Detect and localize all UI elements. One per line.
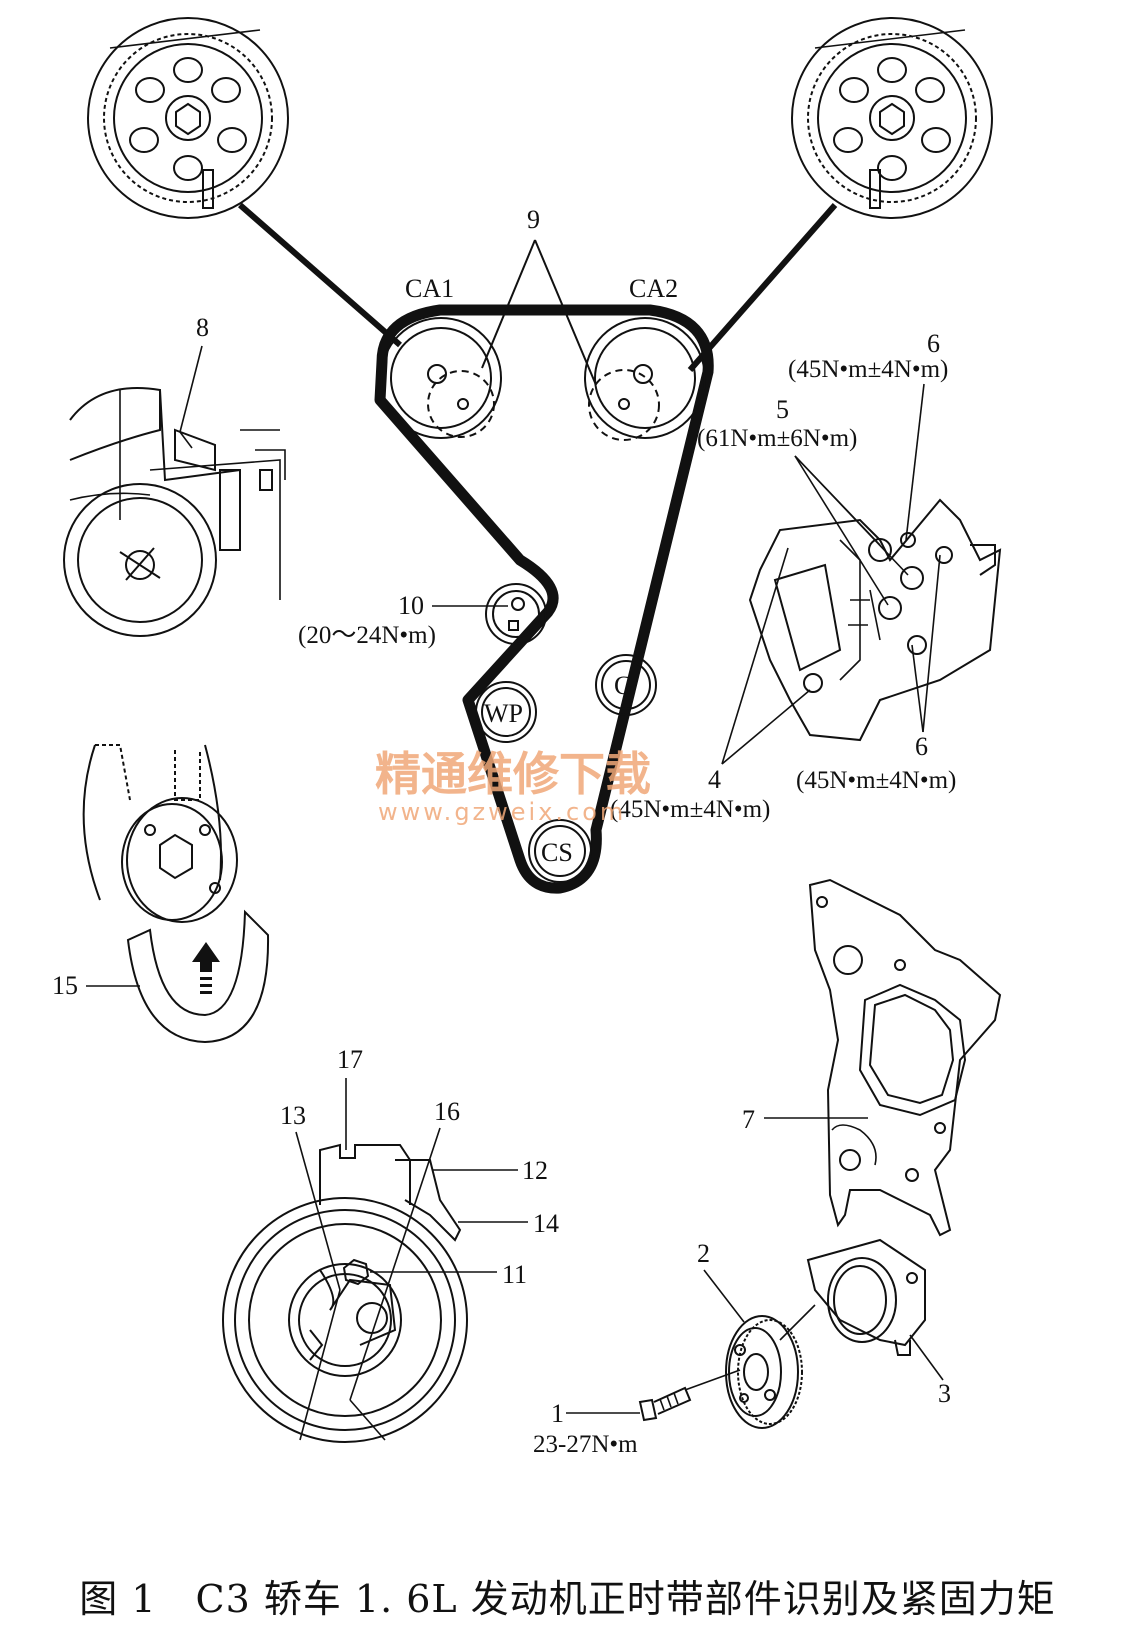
- callout-9: 9: [527, 205, 540, 234]
- torque-10: (20～24N•m): [298, 622, 436, 649]
- callout-6-top: 6: [927, 329, 940, 358]
- callout-5: 5: [776, 395, 789, 424]
- callout-10: 10: [398, 591, 424, 620]
- callout-4: 4: [708, 765, 721, 794]
- torque-6-bottom: (45N•m±4N•m): [796, 767, 956, 794]
- camshaft-sprocket-detail-left: [87, 17, 289, 219]
- detail-crank-lock: [63, 387, 286, 637]
- callout-8: 8: [196, 313, 209, 342]
- callout-3: 3: [938, 1379, 951, 1408]
- tensioner-pulley: [485, 583, 547, 645]
- detail-tensioner-bracket: [748, 498, 1002, 742]
- pulley-ca1: [380, 317, 502, 439]
- callout-17: 17: [337, 1045, 363, 1074]
- pulley-label-cs: CS: [541, 838, 573, 867]
- watermark-text: 精通维修下载: [375, 747, 651, 801]
- detail-crank-sprocket: [82, 744, 270, 1044]
- detail-crank-pulley: [638, 1304, 816, 1429]
- pulley-cs: [528, 819, 592, 883]
- pulley-wp: [475, 681, 537, 743]
- timing-belt: [374, 304, 714, 894]
- pulley-g: [595, 654, 657, 716]
- watermark-url: www.gzweix.com: [378, 798, 626, 826]
- callout-2: 2: [697, 1239, 710, 1268]
- pulley-label-g: G: [614, 671, 633, 700]
- detail-tensioner: [222, 1143, 468, 1443]
- pulley-label-ca1: CA1: [405, 274, 454, 303]
- torque-4: (45N•m±4N•m): [610, 796, 770, 823]
- detail-rear-cover: [808, 878, 1002, 1237]
- figure-caption: 图 1 C3 轿车 1. 6L 发动机正时带部件识别及紧固力矩: [79, 1577, 1056, 1621]
- callout-1: 1: [551, 1399, 564, 1428]
- callout-16: 16: [434, 1097, 460, 1126]
- torque-1: 23-27N•m: [533, 1431, 638, 1458]
- camshaft-sprocket-detail-right: [791, 17, 993, 219]
- callout-12: 12: [522, 1156, 548, 1185]
- callout-7: 7: [742, 1105, 755, 1134]
- pulley-ca2: [584, 317, 706, 441]
- callout-15: 15: [52, 971, 78, 1000]
- callout-11: 11: [502, 1260, 527, 1289]
- torque-5: (61N•m±6N•m): [697, 425, 857, 452]
- callout-14: 14: [533, 1209, 559, 1238]
- detail-oil-seal: [806, 1238, 926, 1356]
- pulley-label-ca2: CA2: [629, 274, 678, 303]
- callout-13: 13: [280, 1101, 306, 1130]
- torque-6-top: (45N•m±4N•m): [788, 356, 948, 383]
- pulley-label-wp: WP: [484, 699, 523, 728]
- callout-6-bottom: 6: [915, 732, 928, 761]
